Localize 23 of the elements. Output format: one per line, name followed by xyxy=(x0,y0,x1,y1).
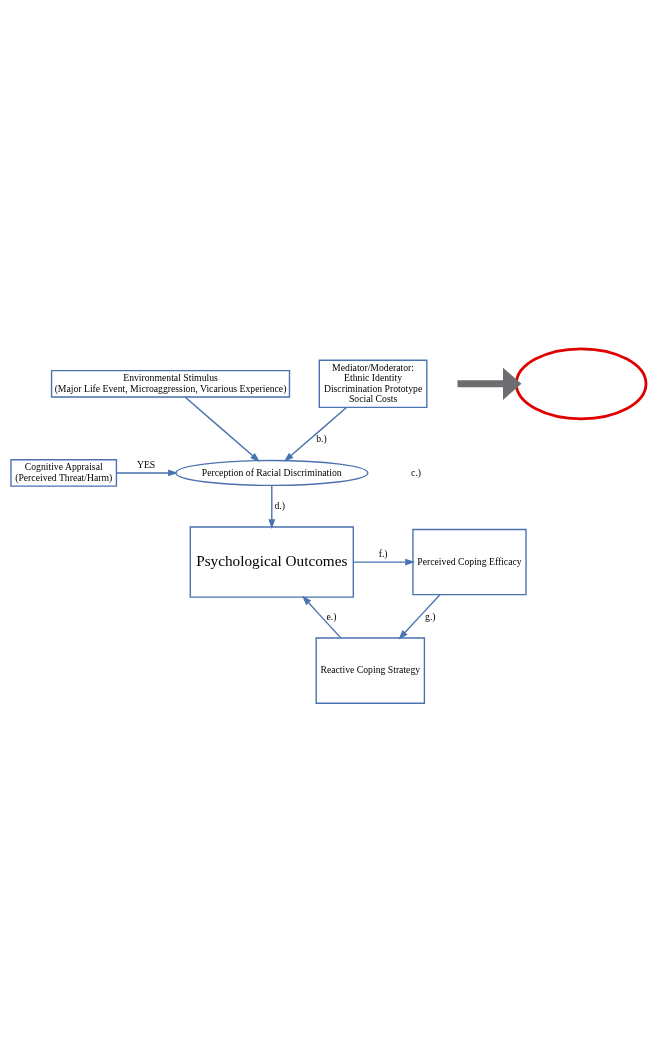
arrow xyxy=(115,469,178,476)
edge-label: d.) xyxy=(274,499,286,511)
edge-label: f.) xyxy=(378,547,388,559)
edge-label: e.) xyxy=(326,610,337,622)
arrow xyxy=(268,484,276,529)
node-box: Reactive Coping Strategy xyxy=(315,636,426,704)
node-box: Mediator/Moderator: Ethnic Identity Discrimination Prototype Social Costs xyxy=(318,359,428,408)
node-ellipse: Perception of Racial Discrimination xyxy=(175,459,369,486)
arrow xyxy=(457,367,522,400)
arrow xyxy=(184,395,260,462)
node-box: Cognitive Appraisal (Perceived Threat/Harm) xyxy=(10,458,118,487)
edge-label: g.) xyxy=(425,610,436,622)
arrow xyxy=(398,593,441,640)
arrow xyxy=(283,406,348,462)
edge-label: YES xyxy=(136,458,156,470)
node-box: Environmental Stimulus (Major Life Event, Microaggression, Vicarious Experience) xyxy=(50,369,291,398)
node-ellipse xyxy=(514,346,648,420)
arrow xyxy=(352,558,415,565)
label: c.) xyxy=(411,466,422,477)
node-box: Psychological Outcomes xyxy=(189,525,354,598)
edge-label: b.) xyxy=(316,432,327,444)
arrow xyxy=(302,595,342,639)
node-box: Perceived Coping Efficacy xyxy=(412,528,527,595)
